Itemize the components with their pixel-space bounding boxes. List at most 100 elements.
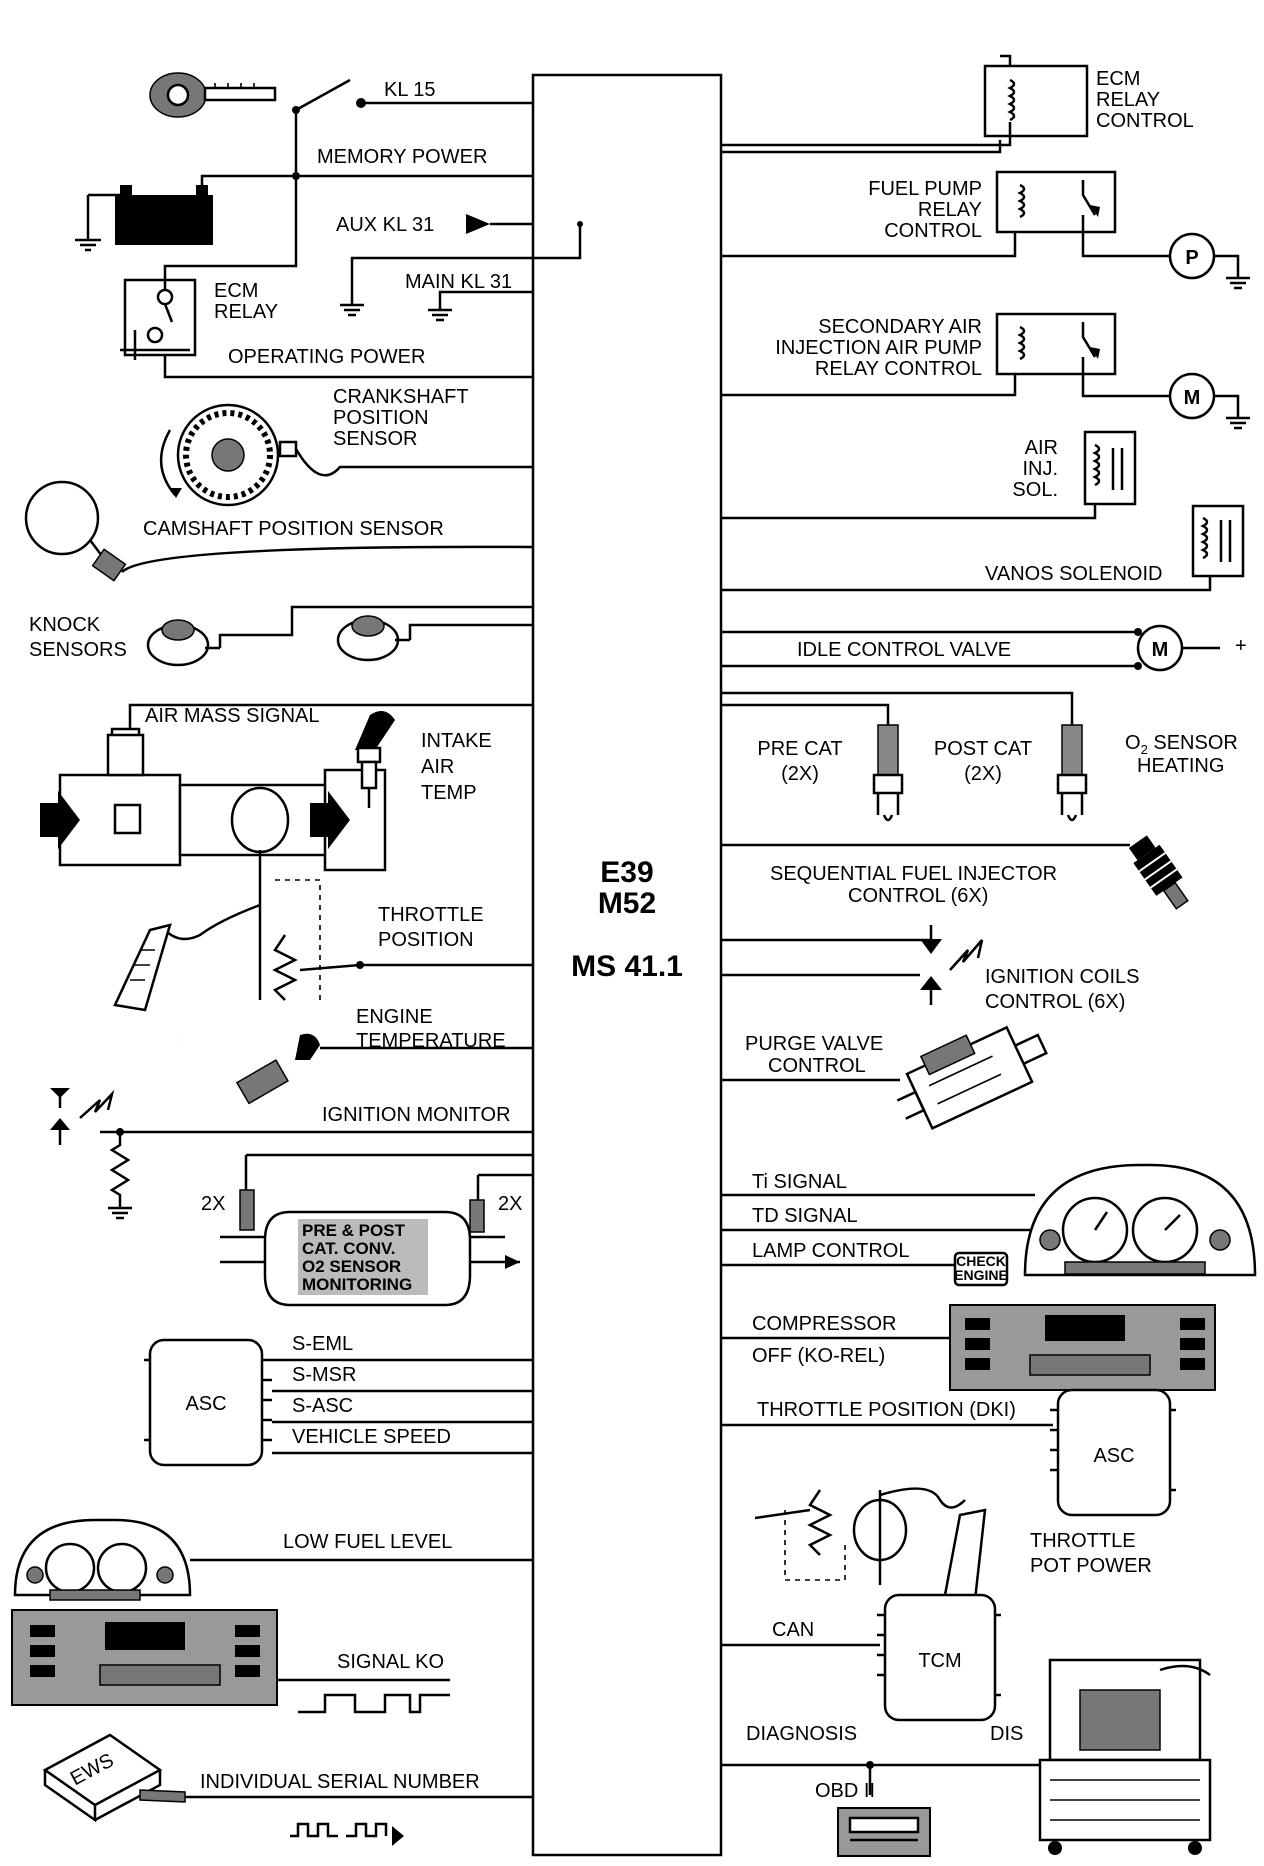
obd-connector-icon bbox=[837, 1807, 931, 1857]
secondary-air-label-1: SECONDARY AIR bbox=[818, 316, 982, 338]
o2-heating-sensor: SENSOR bbox=[1148, 732, 1238, 754]
engine-temp-sensor-icon bbox=[179, 1032, 533, 1105]
iat-label-1: INTAKE bbox=[421, 730, 492, 752]
camshaft-label: CAMSHAFT POSITION SENSOR bbox=[143, 518, 444, 540]
air-inj-label-1: AIR bbox=[1025, 437, 1058, 459]
fuel-pump-relay-icon bbox=[995, 170, 1170, 258]
instrument-cluster-right-icon bbox=[1023, 1163, 1257, 1277]
aux-kl31-label: AUX KL 31 bbox=[336, 214, 434, 236]
throttle-position-sensor-icon bbox=[113, 850, 533, 1012]
s-msr-label: S-MSR bbox=[292, 1364, 356, 1386]
s-asc-label: S-ASC bbox=[292, 1395, 353, 1417]
cat-label-4: MONITORING bbox=[302, 1275, 412, 1294]
tcm-module bbox=[877, 1593, 1001, 1722]
pre-cat-label-1: PRE CAT bbox=[757, 738, 842, 760]
square-wave-icon bbox=[298, 1693, 450, 1714]
cat-2x-right: 2X bbox=[498, 1193, 522, 1215]
ignition-coil-label-2: CONTROL (6X) bbox=[985, 991, 1125, 1013]
throttle-pot-label-2: POT POWER bbox=[1030, 1555, 1152, 1577]
o2-heating-o: O bbox=[1125, 732, 1141, 754]
fuel-pump-label-1: FUEL PUMP bbox=[868, 178, 982, 200]
s-eml-label: S-EML bbox=[292, 1333, 353, 1355]
ecm-control-label-3: CONTROL bbox=[1096, 110, 1194, 132]
td-signal-label: TD SIGNAL bbox=[752, 1205, 858, 1227]
asc-left-label: ASC bbox=[185, 1393, 226, 1415]
fuel-pump-label-2: RELAY bbox=[918, 199, 982, 221]
knock-label-1: KNOCK bbox=[29, 614, 101, 636]
kl15-label: KL 15 bbox=[384, 79, 436, 101]
main-kl31-label: MAIN KL 31 bbox=[405, 271, 512, 293]
lamp-control-label: LAMP CONTROL bbox=[752, 1240, 909, 1262]
secondary-air-label-3: RELAY CONTROL bbox=[815, 358, 982, 380]
air-mass-label: AIR MASS SIGNAL bbox=[145, 705, 320, 727]
injector-label-2: CONTROL (6X) bbox=[848, 885, 988, 907]
o2-heating-sub: 2 bbox=[1141, 742, 1148, 757]
ti-signal-label: Ti SIGNAL bbox=[752, 1171, 847, 1193]
air-injection-solenoid-icon bbox=[1083, 430, 1137, 506]
knock-sensor-icon bbox=[146, 615, 410, 667]
aux-kl31-arrow bbox=[466, 214, 490, 234]
crankshaft-label-3: SENSOR bbox=[333, 428, 417, 450]
tcm-label: TCM bbox=[918, 1650, 961, 1672]
dki-label: THROTTLE POSITION (DKI) bbox=[757, 1399, 1016, 1421]
purge-valve-label-1: PURGE VALVE bbox=[745, 1033, 883, 1055]
ignition-coil-label-1: IGNITION COILS bbox=[985, 966, 1139, 988]
climate-panel-icon bbox=[11, 1609, 278, 1706]
ecm-relay-label-2: RELAY bbox=[214, 301, 278, 323]
engine-temp-label-1: ENGINE bbox=[356, 1006, 433, 1028]
cat-label-2: CAT. CONV. bbox=[302, 1239, 396, 1258]
diagnosis-label: DIAGNOSIS bbox=[746, 1723, 857, 1745]
air-mass-meter-icon bbox=[40, 703, 533, 872]
cat-2x-left: 2X bbox=[201, 1193, 225, 1215]
idle-plus-label: + bbox=[1235, 635, 1247, 657]
idle-motor-symbol: M bbox=[1152, 639, 1169, 661]
vanos-solenoid-icon bbox=[1191, 504, 1245, 578]
compressor-label-2: OFF (KO-REL) bbox=[752, 1345, 885, 1367]
secondary-air-relay-icon bbox=[995, 312, 1170, 398]
asc-module-left bbox=[144, 1338, 272, 1467]
post-cat-o2-sensor-icon bbox=[1056, 724, 1088, 822]
crankshaft-sensor-icon bbox=[159, 403, 533, 507]
camshaft-sensor-icon bbox=[24, 480, 534, 582]
ews-module-icon bbox=[42, 1733, 186, 1823]
throttle-pot-label-1: THROTTLE bbox=[1030, 1530, 1136, 1552]
can-label: CAN bbox=[772, 1619, 814, 1641]
post-cat-label-2: (2X) bbox=[964, 763, 1002, 785]
cat-label-3: O2 SENSOR bbox=[302, 1257, 401, 1276]
iat-label-2: AIR bbox=[421, 756, 454, 778]
ecu-label-dme: MS 41.1 bbox=[571, 950, 683, 983]
dis-tester-icon bbox=[1038, 1658, 1212, 1855]
pre-cat-o2-sensor-icon bbox=[872, 724, 904, 822]
ecu-module: E39 M52 MS 41.1 bbox=[531, 73, 723, 1857]
low-fuel-label: LOW FUEL LEVEL bbox=[283, 1531, 452, 1553]
compressor-label-1: COMPRESSOR bbox=[752, 1313, 896, 1335]
ignition-monitor-label: IGNITION MONITOR bbox=[322, 1104, 511, 1126]
vanos-label: VANOS SOLENOID bbox=[985, 563, 1162, 585]
ecm-control-label-1: ECM bbox=[1096, 68, 1140, 90]
purge-valve-icon bbox=[896, 1025, 1048, 1130]
serial-wave-icon bbox=[290, 1822, 388, 1838]
air-inj-label-3: SOL. bbox=[1012, 479, 1058, 501]
asc-module-right bbox=[1050, 1388, 1176, 1517]
air-pump-motor-symbol: M bbox=[1184, 387, 1201, 409]
ignition-coil-icon bbox=[920, 925, 984, 1005]
instrument-cluster-icon bbox=[13, 1518, 192, 1601]
throttle-label-1: THROTTLE bbox=[378, 904, 484, 926]
check-engine-label-2: ENGINE bbox=[954, 1267, 1008, 1283]
battery-icon bbox=[75, 185, 213, 252]
asc-right-label: ASC bbox=[1093, 1445, 1134, 1467]
fuel-pump-label-3: CONTROL bbox=[884, 220, 982, 242]
climate-panel-right-icon bbox=[949, 1304, 1216, 1391]
o2-heating-label-3: HEATING bbox=[1137, 755, 1224, 777]
cat-converter-icon bbox=[220, 1153, 533, 1307]
check-engine-lamp-icon: CHECK ENGINE bbox=[953, 1251, 1009, 1287]
purge-valve-label-2: CONTROL bbox=[768, 1055, 866, 1077]
ecm-relay-control-icon bbox=[721, 54, 1089, 147]
check-engine-label-1: CHECK bbox=[956, 1253, 1006, 1269]
ecm-relay-label-1: ECM bbox=[214, 280, 258, 302]
pre-cat-label-2: (2X) bbox=[781, 763, 819, 785]
memory-power-label: MEMORY POWER bbox=[317, 146, 487, 168]
iat-label-3: TEMP bbox=[421, 782, 477, 804]
ignition-monitor-icon bbox=[50, 1088, 115, 1145]
